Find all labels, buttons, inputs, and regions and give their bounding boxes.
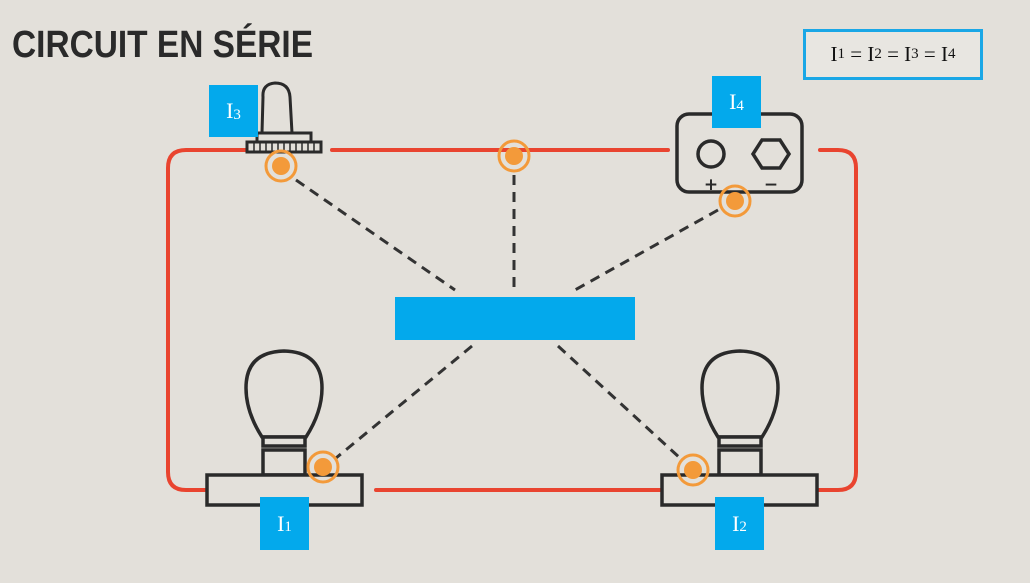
probe-top — [497, 139, 531, 173]
formula-subscript: 1 — [837, 46, 845, 62]
battery-plus: + — [704, 175, 718, 195]
formula-subscript: 4 — [948, 46, 956, 62]
probe-battery — [718, 184, 752, 218]
wire-left — [166, 148, 248, 492]
dash-bulb-left — [335, 344, 473, 460]
formula-current: I — [904, 42, 912, 66]
formula-operator: = — [918, 42, 942, 66]
probe-bulb-left — [306, 450, 340, 484]
dash-bulb-right — [556, 344, 682, 460]
switch-symbol — [245, 81, 323, 154]
formula-subscript: 2 — [874, 46, 882, 62]
formula-subscript: 3 — [911, 46, 919, 62]
wire-right — [816, 148, 858, 492]
probe-switch — [264, 149, 298, 183]
battery-symbol — [675, 112, 804, 194]
dash-switch — [295, 178, 456, 292]
circuit-wires — [166, 148, 858, 492]
probe-bulb-right — [676, 453, 710, 487]
formula-operator: = — [881, 42, 905, 66]
probe-points — [264, 139, 752, 487]
formula-current: I — [867, 42, 875, 66]
page-title: CIRCUIT EN SÉRIE — [12, 24, 314, 66]
dash-battery — [574, 208, 719, 292]
bulb-left-symbol — [205, 349, 364, 507]
battery-minus: − — [764, 175, 778, 195]
formula-current: I — [941, 42, 949, 66]
formula-current: I — [830, 42, 838, 66]
ammeter-box — [395, 297, 635, 340]
formula-operator: = — [844, 42, 868, 66]
measurement-lines — [295, 175, 719, 460]
